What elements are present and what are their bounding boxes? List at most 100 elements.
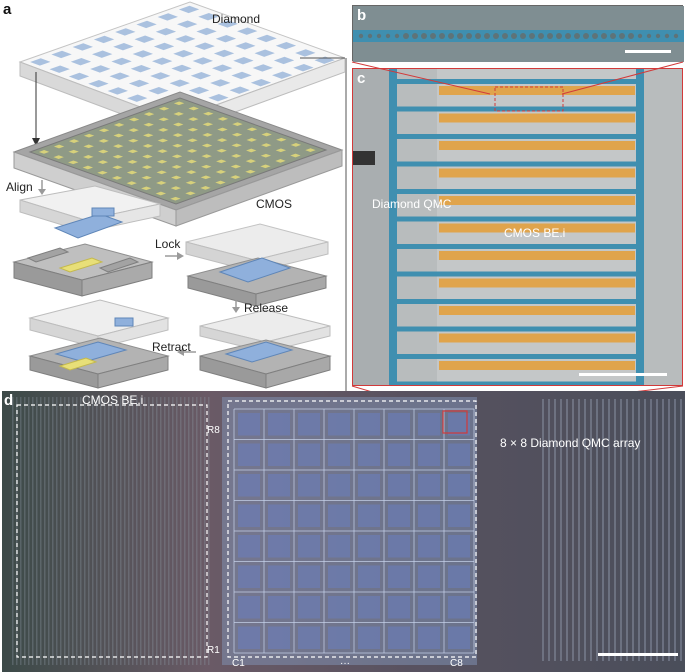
diamond-tile — [175, 35, 196, 43]
qmc-cell — [388, 535, 410, 558]
cmos-pad — [260, 153, 272, 158]
cmos-pad — [276, 137, 287, 142]
qmc-cell — [448, 443, 470, 466]
cmos-pad — [188, 117, 199, 121]
label-retract: Retract — [152, 340, 191, 354]
metal-line — [204, 397, 206, 665]
panel-c-sem-image — [352, 68, 683, 386]
qmc-rail — [393, 271, 643, 277]
cmos-pad — [112, 165, 123, 170]
diamond-tile — [272, 71, 293, 79]
cmos-pad — [158, 106, 170, 111]
qmc-cell — [298, 565, 320, 588]
diamond-tile — [237, 27, 258, 35]
diamond-tile — [173, 49, 194, 58]
scale-bar-d — [598, 653, 678, 656]
qmc-cell — [358, 626, 380, 649]
cmos-pad — [83, 133, 95, 138]
qmc-rail — [393, 189, 643, 194]
metal-line — [668, 399, 670, 661]
metal-line — [28, 397, 30, 665]
diamond-tile — [256, 34, 277, 43]
cmos-electrode — [439, 278, 635, 288]
cmos-electrode — [439, 333, 635, 343]
cmos-pad — [143, 112, 155, 116]
qmc-cell — [298, 626, 320, 649]
diamond-tile — [128, 79, 150, 88]
qmc-cell — [238, 504, 260, 527]
diamond-tile — [212, 64, 233, 72]
qmc-cell — [388, 474, 410, 497]
cmos-pad — [275, 159, 286, 163]
photonic-hole — [574, 33, 580, 39]
metal-line — [104, 397, 106, 665]
cmos-pad — [246, 148, 257, 153]
qmc-cell — [358, 596, 380, 619]
cmos-pad — [187, 127, 199, 132]
cmos-pad — [141, 175, 152, 180]
cmos-pad — [157, 149, 168, 153]
cmos-pad — [215, 180, 226, 185]
cmos-electrode — [439, 113, 635, 123]
qmc-cell — [268, 443, 290, 466]
cmos-pad — [246, 138, 257, 142]
qmc-cell — [298, 474, 320, 497]
cmos-pad — [143, 122, 154, 127]
cmos-pad — [156, 159, 168, 164]
metal-line — [584, 399, 586, 661]
diamond-tile — [235, 42, 256, 50]
diamond-tile — [233, 56, 254, 65]
cmos-pad — [245, 159, 257, 163]
cmos-pad — [82, 165, 94, 170]
label-align: Align — [6, 180, 33, 194]
photonic-hole — [412, 33, 418, 39]
cmos-pad — [173, 101, 185, 106]
photonic-hole — [601, 33, 607, 39]
photonic-hole — [367, 33, 373, 39]
cmos-pad — [156, 170, 167, 175]
photonic-hole — [511, 33, 517, 39]
qmc-cell — [328, 413, 350, 436]
label-cmos-bei-d: CMOS BE.i — [82, 393, 144, 407]
cmos-pad — [246, 127, 258, 132]
label-diamond-qmc: Diamond QMC — [372, 197, 452, 211]
cmos-pad — [112, 154, 124, 159]
qmc-cell — [418, 626, 440, 649]
cmos-pad — [128, 128, 139, 132]
qmc-rail — [393, 216, 643, 222]
diamond-tile — [115, 28, 136, 36]
panel-b-letter: b — [357, 7, 367, 24]
qmc-cell — [298, 535, 320, 558]
cmos-electrode — [439, 306, 635, 315]
label-r1: R1 — [207, 645, 220, 656]
metal-line — [180, 397, 182, 665]
zoom-box-c — [494, 86, 564, 112]
cmos-pad — [172, 143, 183, 148]
diamond-tile — [111, 57, 132, 66]
diamond-tile — [30, 58, 51, 66]
metal-line — [650, 399, 652, 661]
photonic-hole — [619, 33, 625, 39]
cmos-pad — [113, 123, 125, 127]
cmos-pad — [53, 155, 64, 159]
cmos-electrode — [439, 86, 635, 95]
cmos-pad — [186, 159, 197, 164]
metal-line — [160, 397, 162, 665]
diamond-tile — [254, 49, 275, 57]
metal-line — [662, 399, 664, 661]
cmos-pad — [188, 106, 199, 111]
metal-line — [60, 397, 62, 665]
qmc-cell — [268, 474, 290, 497]
metal-line — [84, 397, 86, 665]
qmc-cell — [358, 474, 380, 497]
cmos-pad — [305, 148, 316, 152]
step-align-bottom — [12, 243, 154, 297]
cmos-pad — [128, 138, 139, 143]
cmos-pad — [143, 133, 154, 138]
metal-line — [156, 397, 158, 665]
diamond-tile — [136, 20, 157, 29]
diamond-tile — [107, 87, 128, 95]
qmc-cell — [238, 596, 260, 619]
cmos-pad — [216, 138, 228, 142]
metal-line — [590, 399, 592, 661]
